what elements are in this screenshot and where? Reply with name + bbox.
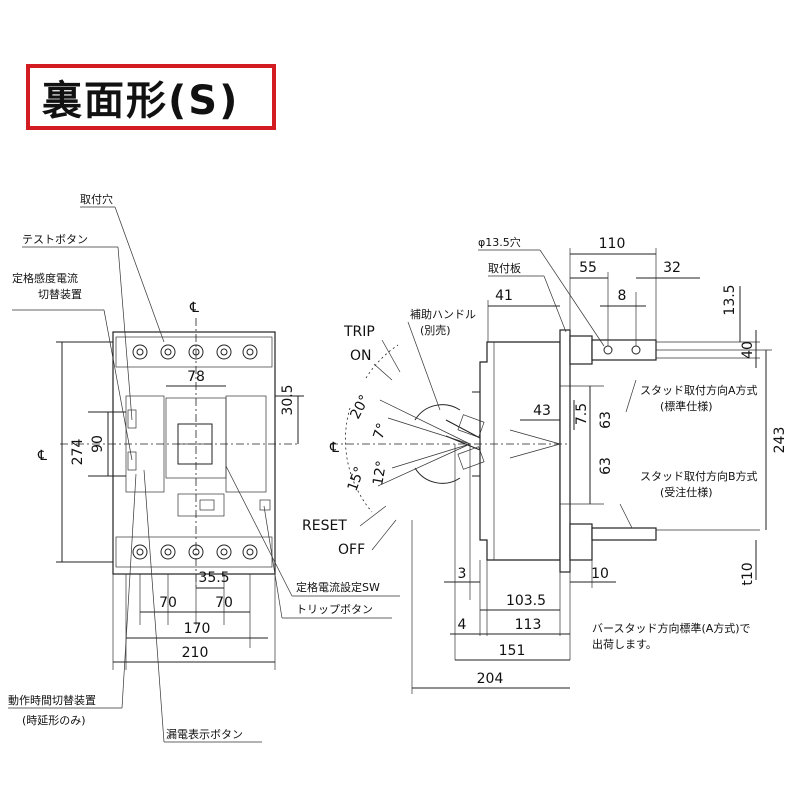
page-title: 裏面形(S) (42, 78, 240, 124)
label-stud-b-1: スタッド取付方向B方式 (640, 469, 758, 483)
top-terminal-screws (132, 344, 258, 360)
dim-204: 204 (477, 671, 504, 687)
dim-113: 113 (515, 617, 542, 633)
angle-20: 20° (347, 392, 373, 421)
angle-12: 12° (370, 459, 390, 486)
bottom-stud (591, 527, 657, 541)
title-box: 裏面形(S) (26, 64, 276, 130)
dim-8: 8 (618, 288, 627, 304)
dim-70-left: 70 (159, 595, 177, 611)
dim-30-5: 30.5 (280, 384, 296, 415)
label-test-button: テストボタン (22, 233, 88, 246)
label-current-setting-sw: 定格電流設定SW (296, 580, 380, 594)
centerline-h-symbol: ℄ (37, 448, 47, 464)
bottom-terminal-strip (115, 536, 273, 568)
dim-35-5: 35.5 (198, 570, 229, 586)
dim-13-5: 13.5 (722, 284, 738, 315)
dim-43: 43 (533, 403, 551, 419)
label-hole: φ13.5穴 (478, 235, 521, 249)
label-mount-plate: 取付板 (488, 261, 521, 275)
dim-274: 274 (70, 439, 86, 466)
dim-90: 90 (90, 435, 106, 453)
dim-55: 55 (579, 260, 597, 276)
dim-243: 243 (772, 427, 788, 454)
mount-plate (559, 329, 571, 573)
aux-handle-arc-upper (414, 404, 461, 421)
dim-7-5: 7.5 (574, 403, 590, 425)
setting-sw-box (177, 493, 225, 517)
label-sensitivity-1: 定格感度電流 (12, 271, 78, 285)
breaker-side-body (479, 341, 561, 561)
top-terminal-strip (115, 336, 273, 368)
side-centerline-symbol: ℄ (329, 440, 339, 456)
label-time-switch-2: (時延形のみ) (22, 714, 86, 727)
centerline-v-symbol: ℄ (189, 300, 199, 316)
dim-170: 170 (184, 621, 211, 637)
label-reset: RESET (302, 518, 347, 534)
aux-handle-arc-lower (414, 467, 461, 484)
dim-32: 32 (663, 260, 681, 276)
angle-15: 15° (345, 465, 369, 494)
label-trip: TRIP (343, 324, 375, 340)
dim-63-upper: 63 (598, 411, 614, 429)
note-line-2: 出荷します。 (592, 637, 657, 651)
dim-110: 110 (599, 236, 626, 252)
label-aux-handle-2: (別売) (420, 324, 451, 337)
label-on: ON (350, 348, 372, 364)
label-time-switch-1: 動作時間切替装置 (8, 693, 96, 707)
breaker-front-body (112, 331, 276, 575)
dim-41: 41 (495, 288, 513, 304)
top-terminal-block (569, 335, 593, 365)
dim-63-lower: 63 (598, 457, 614, 475)
dim-t10: t10 (740, 562, 756, 585)
dim-70-right: 70 (215, 595, 233, 611)
dim-3: 3 (458, 566, 467, 582)
label-trip-button: トリップボタン (296, 603, 373, 616)
dim-78: 78 (187, 369, 205, 385)
label-sensitivity-2: 切替装置 (38, 287, 82, 301)
front-view: ℄ ℄ 274 90 78 30.5 35.5 70 70 (8, 192, 400, 743)
note-line-1: バースタッド方向標準(A方式)で (592, 621, 751, 635)
side-view: ℄ TRIP ON RESET OFF 20° 7° 12° 15° 110 5… (302, 235, 788, 694)
label-off: OFF (338, 542, 365, 558)
label-leak-indicator: 漏電表示ボタン (166, 727, 243, 741)
label-stud-a-2: (標準仕様) (660, 399, 713, 413)
label-stud-a-1: スタッド取付方向A方式 (640, 383, 758, 397)
bottom-terminal-block (569, 523, 593, 561)
label-stud-b-2: (受注仕様) (660, 485, 713, 499)
dim-103-5: 103.5 (506, 593, 546, 609)
label-mount-hole: 取付穴 (80, 192, 113, 206)
dim-151: 151 (499, 643, 526, 659)
dim-10: 10 (591, 566, 609, 582)
label-aux-handle-1: 補助ハンドル (410, 307, 476, 321)
dim-4: 4 (458, 617, 467, 633)
leak-indicator-button (259, 499, 271, 511)
bottom-terminal-screws (132, 544, 258, 560)
angle-7: 7° (371, 421, 391, 441)
dim-210: 210 (182, 645, 209, 661)
